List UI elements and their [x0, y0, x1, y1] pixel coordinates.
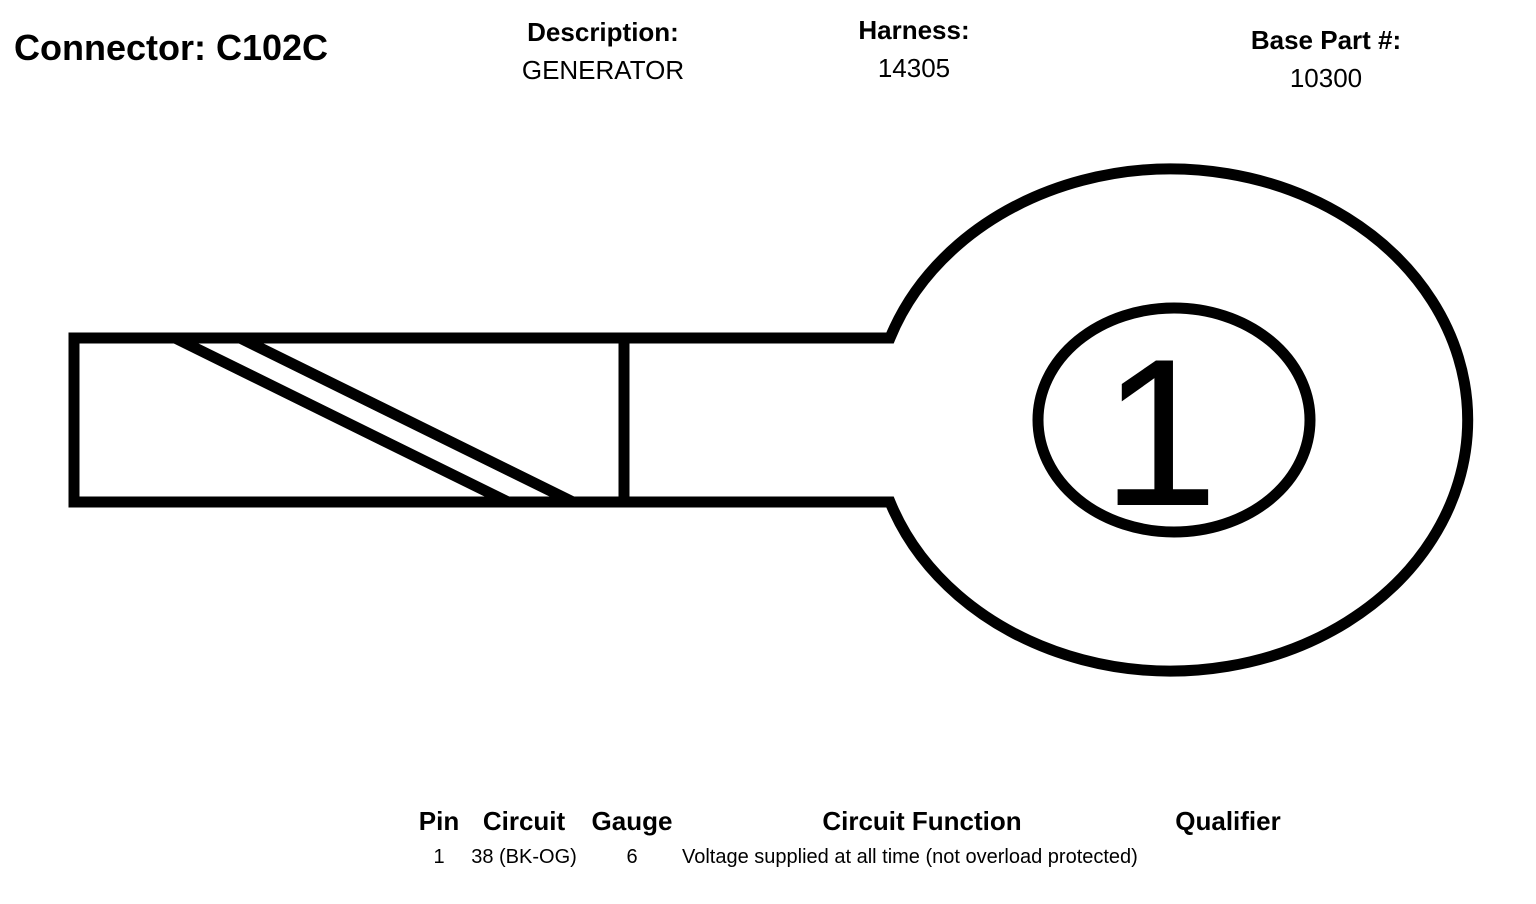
base-part-value: 10300	[1289, 63, 1363, 93]
table-header-qualifier: Qualifier	[1175, 806, 1281, 836]
table-header-circuit-function: Circuit Function	[822, 806, 1022, 836]
terminal-barrel	[68, 332, 630, 508]
description-label: Description:	[527, 17, 679, 47]
base-part-block: Base Part #: 10300	[1206, 25, 1446, 93]
row-pin: 1	[433, 846, 445, 868]
ring-outline	[624, 163, 1474, 677]
pin-number: 1	[1102, 315, 1219, 550]
connector-title: Connector: C102C	[14, 27, 329, 68]
pin-circle	[1032, 302, 1316, 538]
table-header-pin: Pin	[418, 806, 460, 836]
harness-value: 14305	[877, 53, 951, 83]
harness-label: Harness:	[858, 15, 970, 45]
harness-block: Harness: 14305	[814, 15, 1014, 83]
row-circuit-function: Voltage supplied at all time (not overlo…	[682, 846, 1138, 868]
table-header-circuit: Circuit	[482, 806, 566, 836]
description-block: Description: GENERATOR	[483, 17, 723, 85]
table-header-gauge: Gauge	[591, 806, 673, 836]
row-circuit: 38 (BK-OG)	[471, 846, 577, 868]
base-part-label: Base Part #:	[1250, 25, 1402, 55]
barrel-stripe-line-a	[172, 333, 511, 507]
description-value: GENERATOR	[521, 55, 685, 85]
barrel-stripe-line-b	[237, 333, 576, 507]
row-gauge: 6	[626, 846, 638, 868]
